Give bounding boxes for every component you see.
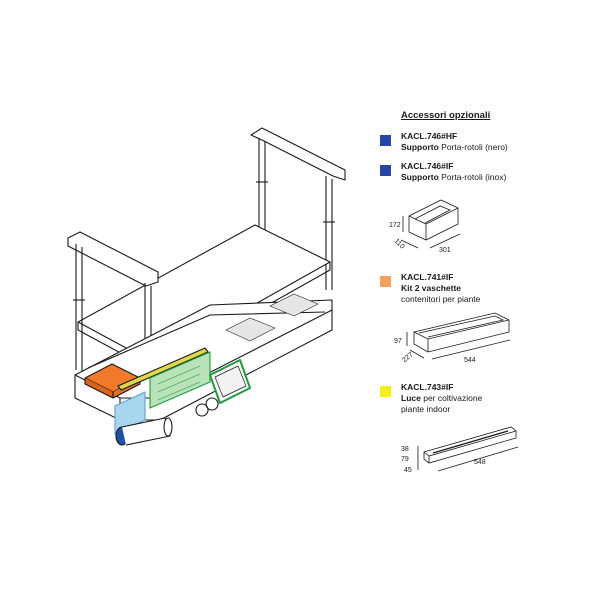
light-width-label: 548 [474, 459, 486, 466]
back-right-post [323, 176, 335, 290]
drain-grids [225, 293, 319, 342]
accessory-desc-1: Porta-rotoli (nero) [441, 142, 508, 152]
tray-width-label: 544 [464, 357, 476, 364]
accessory-desc-2: Porta-rotoli (inox) [441, 172, 507, 182]
tray-depth-label: 227 [401, 351, 415, 364]
back-left-post [250, 127, 346, 245]
holder-width-label: 301 [439, 247, 451, 254]
light-h1-label: 38 [401, 446, 409, 453]
accessory-light-drawing [417, 426, 519, 472]
tablet-holder [195, 359, 251, 417]
accessory-name-2: Supporto [401, 172, 439, 182]
swatch-2 [380, 165, 391, 176]
accessory-code-2: KACL.746#IF [401, 161, 454, 171]
accessory-name-3: Kit 2 vaschette [401, 283, 461, 293]
swatch-1 [380, 135, 391, 146]
roll-holder [114, 391, 173, 446]
holder-depth-label: 110 [393, 238, 406, 251]
accessory-desc-4: per coltivazione [423, 393, 483, 403]
accessory-code-4: KACL.743#IF [401, 382, 454, 392]
accessory-desc-4b: piante indoor [401, 404, 451, 414]
accessory-code-3: KACL.741#IF [401, 272, 454, 282]
accessory-code-1: KACL.746#HF [401, 131, 458, 141]
holder-height-label: 172 [389, 222, 401, 229]
accessory-name-4: Luce [401, 393, 421, 403]
front-left-post [67, 231, 159, 372]
tray-height-label: 97 [394, 338, 402, 345]
light-h3-label: 45 [404, 467, 412, 474]
grow-light-bar [117, 347, 209, 391]
accessory-name-1: Supporto [401, 142, 439, 152]
accessory-roll-holder-drawing [400, 199, 461, 249]
legend-title: Accessori opzionali [401, 110, 491, 121]
accessory-desc-3: contenitori per piante [401, 294, 481, 304]
swatch-4 [380, 386, 391, 397]
light-h2-label: 79 [401, 456, 409, 463]
swatch-3 [380, 276, 391, 287]
green-tray [149, 351, 211, 409]
accessory-tray-drawing [406, 312, 511, 360]
